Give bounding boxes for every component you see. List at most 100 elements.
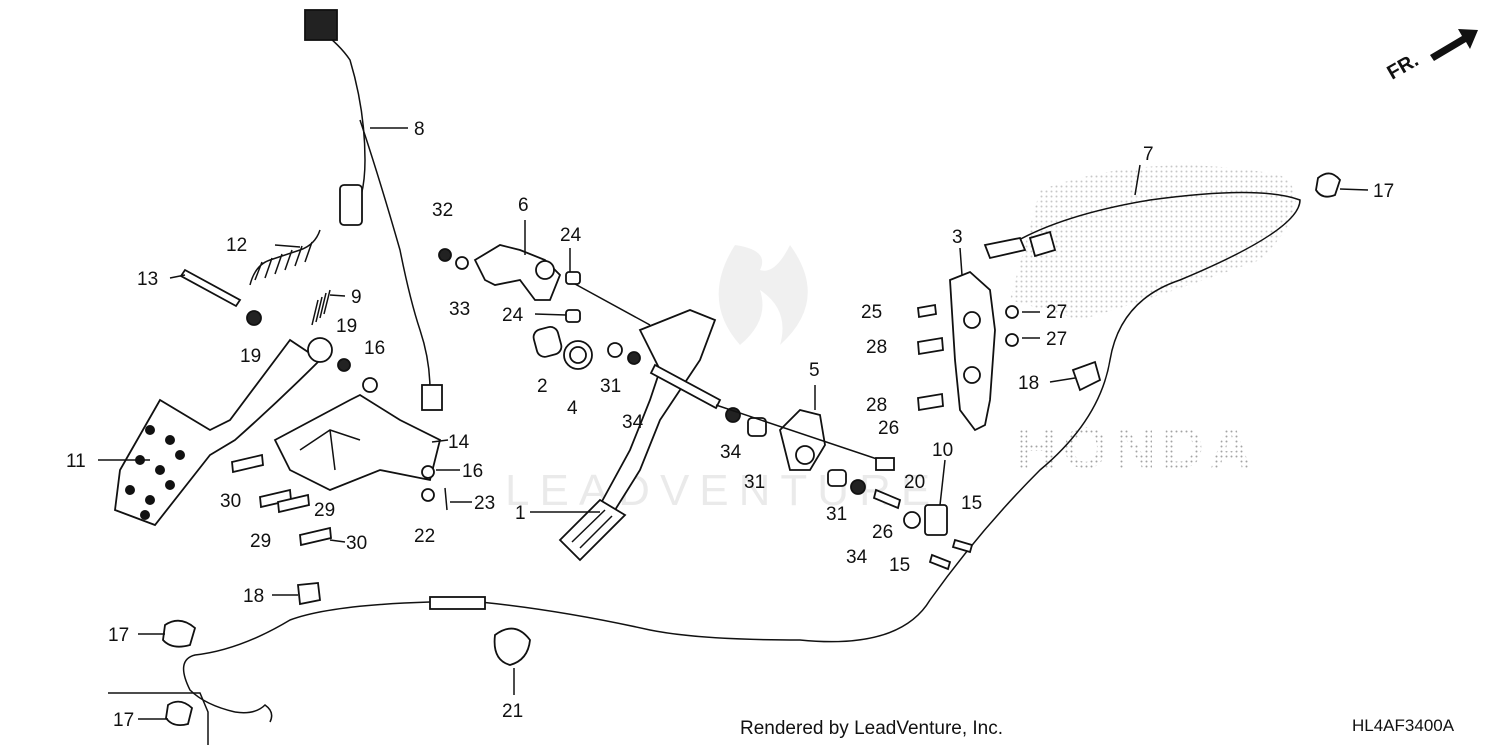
clip-18a (1071, 360, 1102, 392)
washer-31a (607, 342, 623, 358)
throttle-sensor-body (339, 184, 363, 226)
callout-33: 33 (449, 299, 470, 320)
callout-11: 11 (66, 451, 86, 472)
callout-8: 8 (414, 119, 425, 140)
leader-lines (98, 127, 1369, 745)
callout-24-b: 24 (502, 305, 524, 326)
callout-28-b: 28 (866, 395, 887, 416)
nut-16a (362, 377, 378, 393)
callout-labels: 8 12 9 13 19 19 16 11 14 16 30 29 29 30 … (66, 119, 1394, 731)
bolt-25 (917, 303, 937, 319)
clamp-17b (162, 619, 197, 648)
callout-28-a: 28 (866, 337, 887, 358)
callout-14: 14 (448, 432, 470, 453)
callout-7: 7 (1143, 144, 1154, 165)
bracket-hole-upper (963, 311, 981, 329)
nut-27a (1005, 305, 1019, 319)
callout-27-b: 27 (1046, 329, 1067, 350)
callout-13: 13 (137, 269, 158, 290)
callout-34-b: 34 (720, 442, 742, 463)
cable-clamp-21 (493, 627, 531, 666)
callout-31-a: 31 (600, 376, 621, 397)
flame-watermark-icon (718, 245, 808, 345)
bolt-29b (277, 493, 310, 514)
washer-22 (421, 488, 435, 502)
pedal-shaft (649, 363, 722, 410)
washer-19a (246, 310, 262, 326)
oring-34a (627, 351, 641, 365)
callout-26-a: 26 (878, 418, 899, 439)
shaft-guide-line (715, 404, 881, 461)
callout-15-b: 15 (889, 555, 910, 576)
footer-credit: Rendered by LeadVenture, Inc. (740, 718, 1004, 739)
pedal-pivot-bush (307, 337, 333, 363)
callout-22: 22 (414, 526, 435, 547)
callout-27-a: 27 (1046, 302, 1067, 323)
pedal-pin (179, 268, 242, 308)
bracket-detail (299, 429, 361, 471)
cable-end-fitting (983, 236, 1027, 260)
screw-15a (951, 538, 974, 554)
callout-5: 5 (809, 360, 820, 381)
harness-connector-top (304, 9, 338, 41)
callout-31-b: 31 (744, 472, 765, 493)
clip-18b (297, 582, 321, 606)
callout-20: 20 (904, 472, 925, 493)
pedal-bracket (273, 393, 442, 491)
callout-18-b: 18 (243, 586, 264, 607)
callout-17-b: 17 (108, 625, 129, 646)
throttle-cable (182, 191, 1301, 713)
oring-34c (850, 479, 866, 495)
bolt-28b (917, 392, 944, 412)
cable-sleeve (429, 596, 486, 610)
bush-24a (565, 271, 581, 285)
collar-31c (827, 469, 847, 487)
callout-10: 10 (932, 440, 953, 461)
callout-15-a: 15 (961, 493, 982, 514)
pedal-pad-ribs (571, 509, 613, 549)
callout-29-a: 29 (250, 531, 271, 552)
callout-30-a: 30 (220, 491, 241, 512)
brand-watermark: HONDA LEADVENTURE (505, 165, 1296, 515)
callout-4: 4 (567, 398, 578, 419)
callout-16-b: 16 (462, 461, 483, 482)
front-direction-marker: FR. (1384, 29, 1478, 84)
collar-2 (532, 326, 563, 358)
callout-9: 9 (351, 287, 362, 308)
accelerator-pedal-pad (558, 498, 627, 562)
lever-bore (795, 445, 815, 465)
sensor-body-10 (924, 504, 948, 536)
callout-34-a: 34 (622, 412, 644, 433)
callout-12: 12 (226, 235, 247, 256)
wire-harness-branch (359, 119, 431, 391)
return-spring (249, 229, 321, 286)
bolt-26b (872, 488, 902, 510)
cable-end-hook (234, 704, 273, 723)
callout-6: 6 (518, 195, 529, 216)
callout-30-b: 30 (346, 533, 367, 554)
clamp-17a (1315, 172, 1342, 198)
clamp-17c (165, 700, 194, 727)
cable-bracket-3 (949, 270, 996, 432)
bolt-30a (231, 453, 264, 474)
callout-31-c: 31 (826, 504, 847, 525)
bracket-hole-lower (963, 366, 981, 384)
bolt-30b (299, 526, 332, 547)
callout-29-b: 29 (314, 500, 335, 521)
callout-19-a: 19 (240, 346, 261, 367)
nut-32 (438, 248, 452, 262)
callout-3: 3 (952, 227, 963, 248)
assembly-guide-line (574, 283, 651, 326)
pedal-pad-holes (125, 425, 185, 520)
callout-24-a: 24 (560, 225, 582, 246)
arm-pivot (535, 260, 555, 280)
pedal-upper-arm (473, 244, 562, 301)
washer-33 (455, 256, 469, 270)
accelerator-pedal-arm (598, 309, 717, 512)
callout-21: 21 (502, 701, 523, 722)
cable-bracket-fitting (1028, 230, 1057, 258)
callout-19-b: 19 (336, 316, 357, 337)
front-arrow-icon (1430, 29, 1478, 61)
brake-pedal (114, 338, 322, 527)
